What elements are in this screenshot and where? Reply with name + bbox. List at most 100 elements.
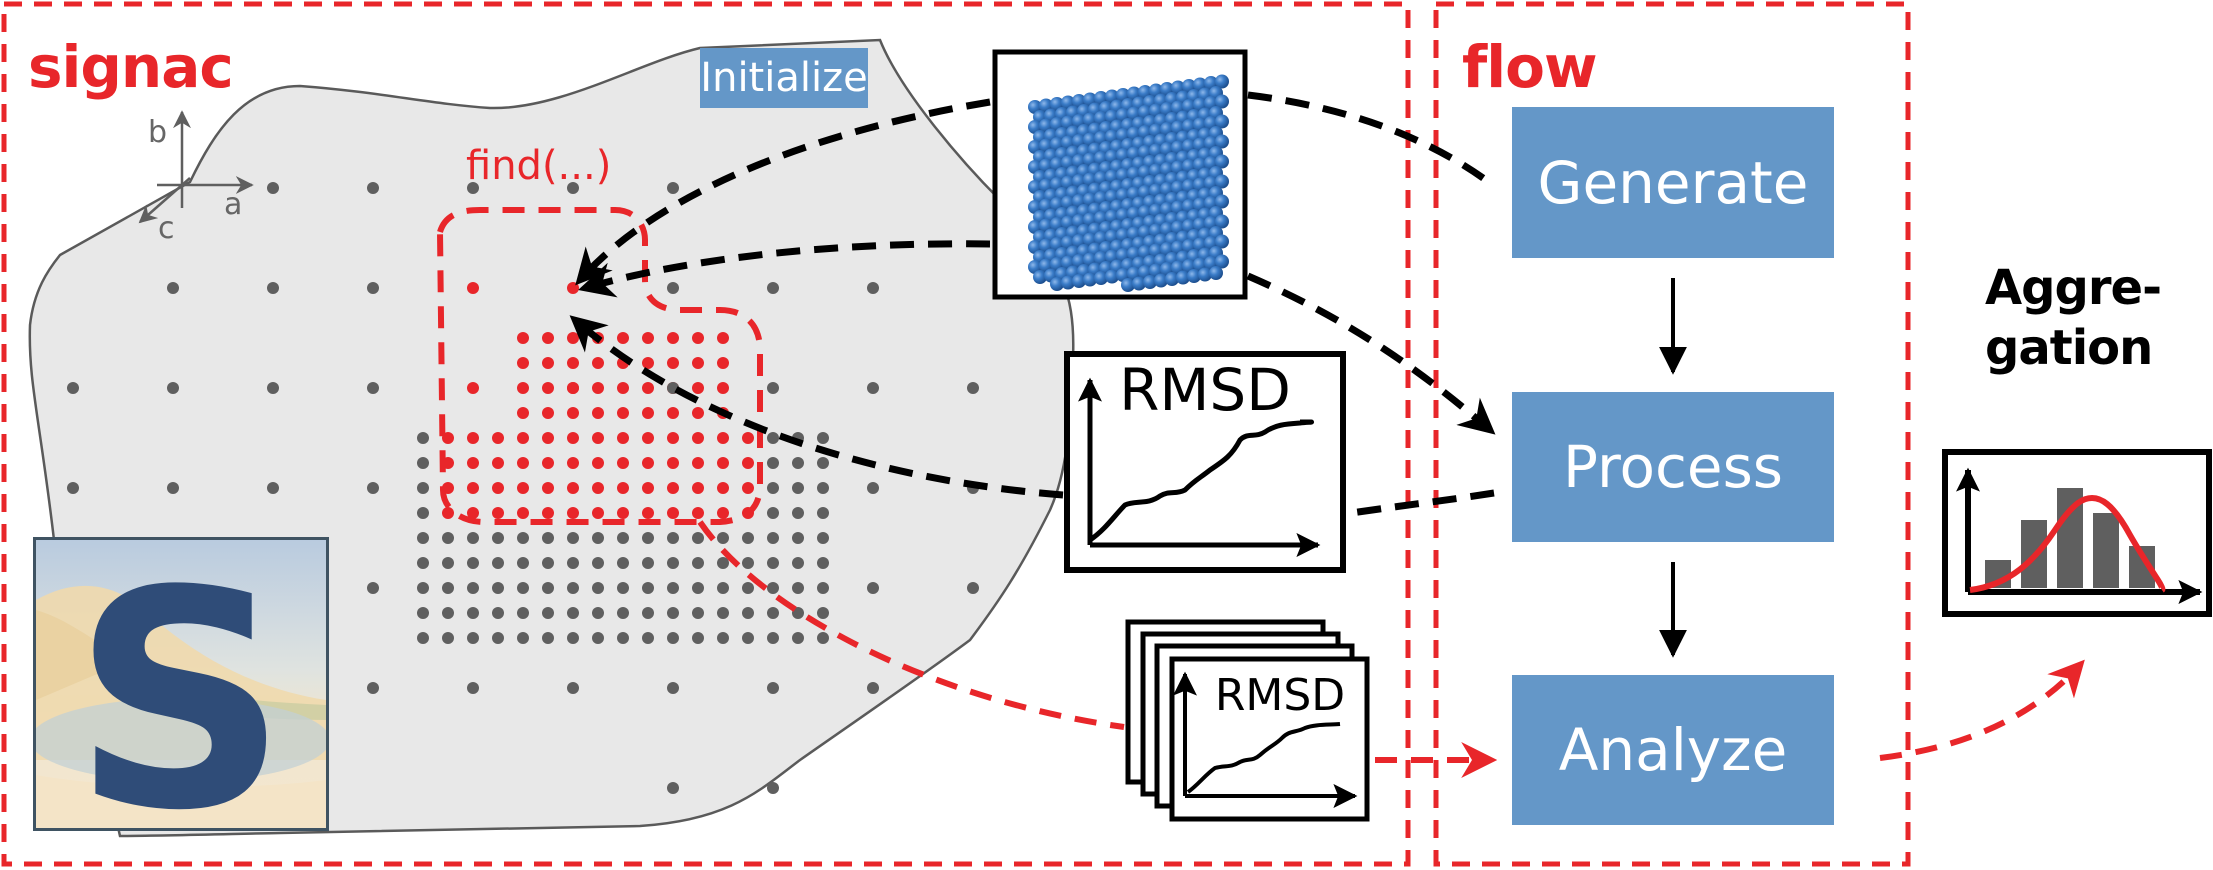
state-point — [792, 557, 804, 569]
state-point — [717, 532, 729, 544]
arrow-crystal-to-process — [1246, 272, 1496, 435]
selected-state-point — [692, 407, 704, 419]
state-point — [567, 632, 579, 644]
particle-spheres — [1028, 74, 1229, 292]
state-point — [817, 582, 829, 594]
selected-state-point — [692, 357, 704, 369]
state-point — [667, 557, 679, 569]
selected-state-point — [517, 507, 529, 519]
state-point — [792, 457, 804, 469]
selected-state-point — [617, 332, 629, 344]
state-point — [767, 457, 779, 469]
selected-state-point — [617, 407, 629, 419]
selected-state-point — [692, 507, 704, 519]
state-point — [442, 582, 454, 594]
selected-state-point — [692, 382, 704, 394]
state-point — [417, 532, 429, 544]
state-point — [417, 607, 429, 619]
state-point — [592, 607, 604, 619]
selected-state-point — [567, 382, 579, 394]
selected-state-point — [692, 432, 704, 444]
state-point — [267, 282, 279, 294]
selected-state-point — [667, 432, 679, 444]
selected-state-point — [617, 432, 629, 444]
selected-state-point — [592, 382, 604, 394]
particle — [1215, 174, 1229, 189]
state-point — [667, 532, 679, 544]
particle — [1121, 278, 1135, 292]
histogram-bar — [2093, 513, 2119, 588]
selected-state-point — [492, 482, 504, 494]
state-point — [467, 607, 479, 619]
state-point — [517, 582, 529, 594]
selected-state-point — [642, 432, 654, 444]
state-point — [867, 382, 879, 394]
state-point — [542, 557, 554, 569]
selected-state-point — [567, 282, 579, 294]
state-point — [617, 582, 629, 594]
selected-state-point — [592, 357, 604, 369]
selected-state-point — [742, 482, 754, 494]
state-point — [442, 532, 454, 544]
selected-state-point — [567, 482, 579, 494]
state-point — [817, 632, 829, 644]
state-point — [767, 682, 779, 694]
initialize-step[interactable]: Initialize — [700, 48, 868, 108]
selected-state-point — [617, 482, 629, 494]
state-point — [467, 632, 479, 644]
state-point — [642, 607, 654, 619]
selected-state-point — [517, 407, 529, 419]
selected-state-point — [742, 457, 754, 469]
selected-state-point — [567, 457, 579, 469]
state-point — [867, 482, 879, 494]
state-point — [417, 482, 429, 494]
gaussian-fit-curve — [1969, 494, 2166, 593]
state-point — [642, 557, 654, 569]
particle — [1215, 254, 1229, 269]
state-point — [717, 557, 729, 569]
flow-step-generate[interactable]: Generate — [1512, 107, 1834, 258]
selected-state-point — [717, 382, 729, 394]
state-point — [792, 632, 804, 644]
selected-state-point — [692, 482, 704, 494]
selected-state-point — [517, 357, 529, 369]
selected-state-point — [667, 507, 679, 519]
state-point — [367, 282, 379, 294]
flow-step-analyze[interactable]: Analyze — [1512, 675, 1834, 825]
state-point — [517, 557, 529, 569]
particle — [1215, 154, 1229, 169]
state-point — [592, 632, 604, 644]
state-point — [692, 582, 704, 594]
selected-state-point — [717, 332, 729, 344]
particle — [1061, 275, 1075, 290]
flow-title: flow — [1462, 33, 1598, 101]
selected-state-point — [542, 432, 554, 444]
state-point — [492, 532, 504, 544]
state-point — [867, 682, 879, 694]
selected-state-point — [567, 357, 579, 369]
state-point — [642, 582, 654, 594]
axis-label-b: b — [148, 115, 168, 150]
state-point — [667, 682, 679, 694]
selected-state-point — [642, 357, 654, 369]
state-point — [467, 532, 479, 544]
state-point — [442, 607, 454, 619]
state-point — [417, 582, 429, 594]
state-point — [767, 482, 779, 494]
rmsd-plot-stack-icon: RMSD — [1125, 619, 1370, 822]
particle — [1187, 269, 1201, 283]
state-point — [467, 582, 479, 594]
state-point — [692, 607, 704, 619]
selected-state-point — [667, 457, 679, 469]
particle — [1176, 270, 1190, 285]
flow-step-process[interactable]: Process — [1512, 392, 1834, 542]
state-point — [167, 382, 179, 394]
selected-state-point — [467, 507, 479, 519]
selected-state-point — [642, 407, 654, 419]
state-point — [267, 482, 279, 494]
state-point — [467, 182, 479, 194]
find-selection-region — [436, 207, 763, 525]
state-point — [817, 507, 829, 519]
state-point — [692, 632, 704, 644]
